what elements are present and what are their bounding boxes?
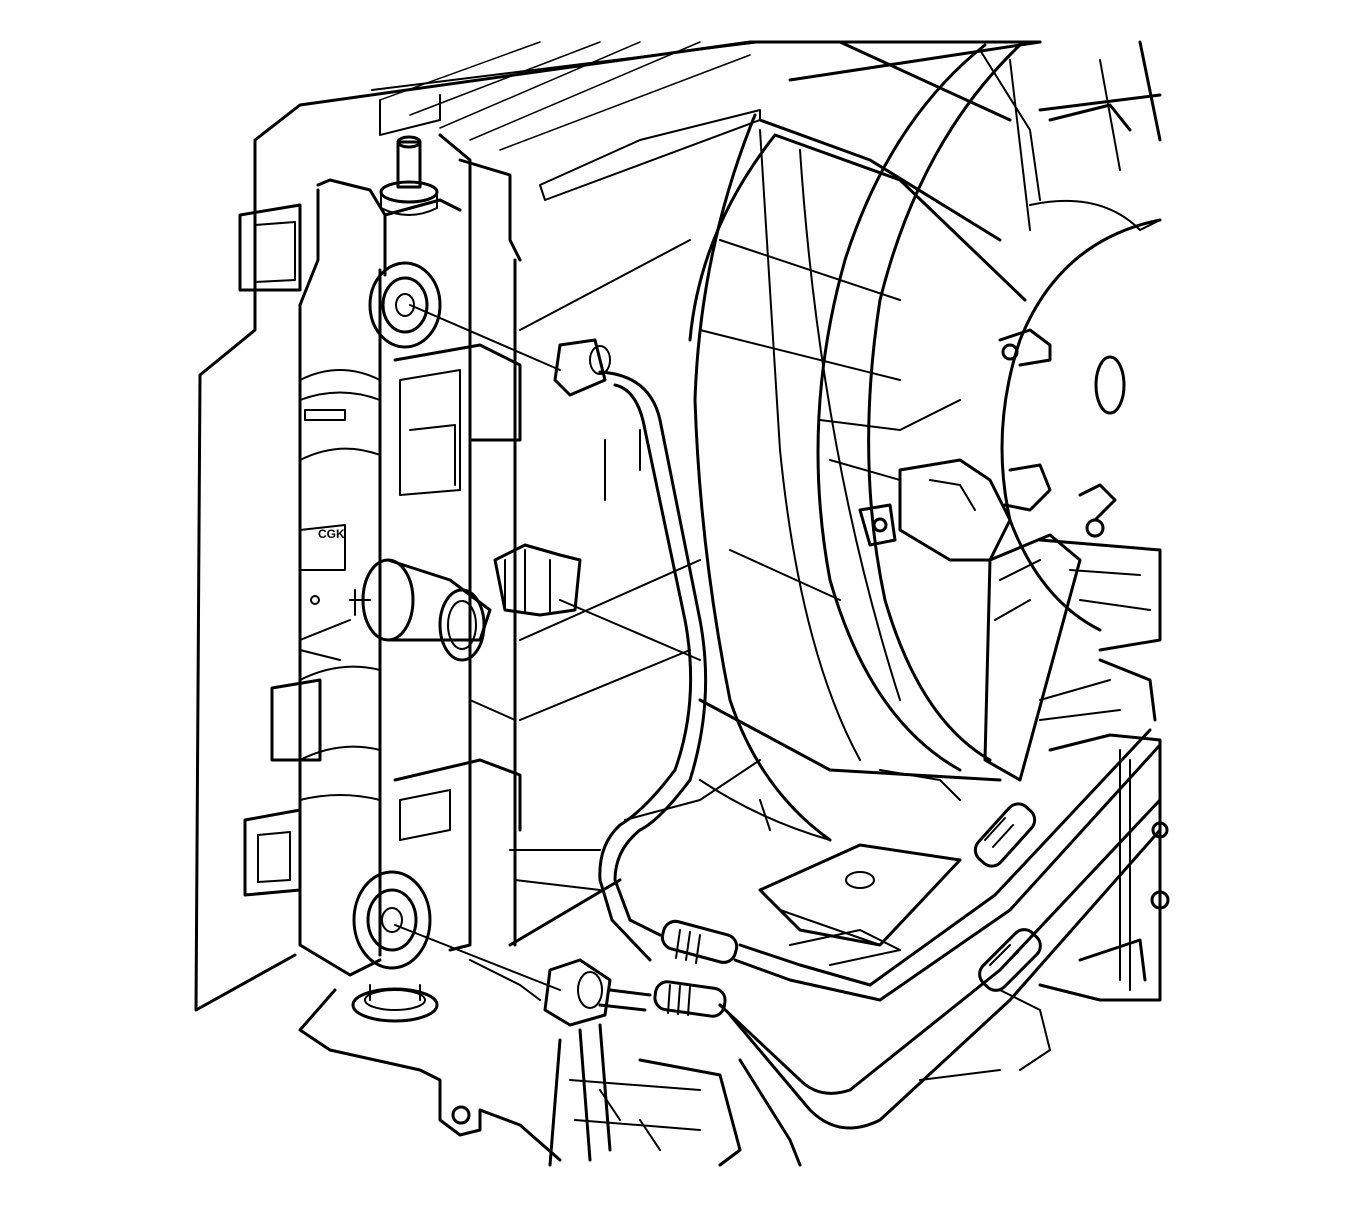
cooling-fan-motor bbox=[819, 328, 1117, 562]
lower-radiator-support bbox=[298, 988, 802, 1167]
detail-linework bbox=[469, 759, 961, 1001]
sensor-electrical-connector bbox=[493, 543, 701, 661]
lower-transmission-bracket bbox=[758, 733, 1170, 1081]
radiator-drain-outlet bbox=[351, 984, 439, 1023]
radiator-end-tank: CGK bbox=[298, 133, 472, 977]
fan-shroud-struts bbox=[983, 533, 1162, 782]
tank-mounting-brackets bbox=[238, 203, 522, 897]
transmission-cooler-lines bbox=[598, 370, 1162, 1130]
lower-transmission-cooler-fitting bbox=[352, 870, 612, 1027]
cooling-fan-assembly bbox=[816, 43, 1162, 772]
coolant-temperature-sensor bbox=[349, 558, 492, 662]
upper-filler-neck bbox=[379, 94, 441, 216]
upper-transmission-cooler-fitting bbox=[368, 261, 611, 397]
cooling-fan-shroud bbox=[688, 40, 1162, 842]
part-label: CGK bbox=[318, 527, 345, 541]
